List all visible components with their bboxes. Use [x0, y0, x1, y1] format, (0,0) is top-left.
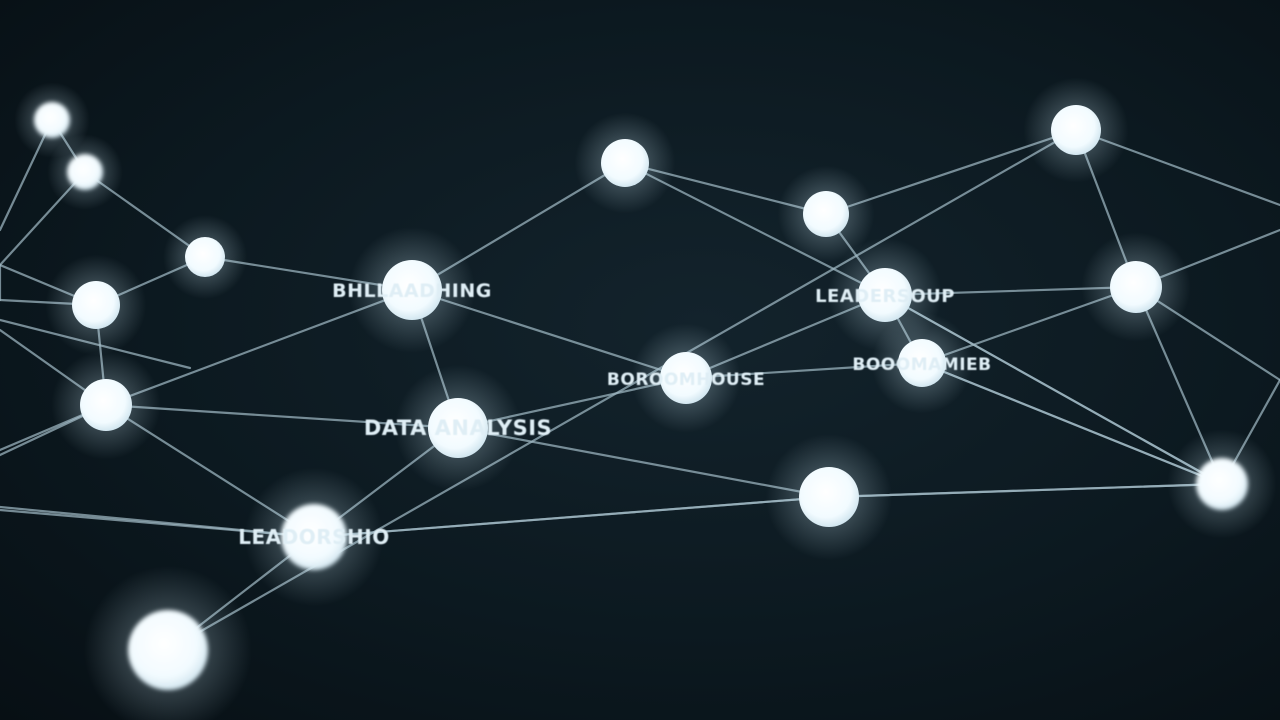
labels-layer: BHLLAADHING LEADERSOUP DATA ANALYSIS BOROOM… [238, 280, 991, 549]
network-node-n19 [128, 610, 208, 690]
network-node-n4 [185, 237, 225, 277]
network-edge [312, 495, 831, 539]
network-node-n7 [80, 379, 132, 431]
node-label-n9: LEADERSOUP [815, 286, 955, 307]
network-node-n8 [601, 139, 649, 187]
network-node-n12 [1110, 261, 1162, 313]
network-node-n16 [799, 467, 859, 527]
node-label-n14: BOROOMHOUSE [607, 370, 765, 390]
node-label-n13: DATA ANALYSIS [364, 416, 552, 440]
network-node-n5 [382, 260, 442, 320]
nodes-layer [34, 102, 1248, 690]
network-node-n11 [1051, 105, 1101, 155]
network-node-n13 [428, 398, 488, 458]
network-node-n1 [34, 102, 70, 138]
network-node-n9 [858, 268, 912, 322]
node-label-n15: BOOOMAMIEB [852, 355, 991, 375]
network-edge [827, 482, 1224, 499]
network-node-n3 [72, 281, 120, 329]
network-node-n2 [67, 154, 103, 190]
network-node-n15 [898, 339, 946, 387]
network-node-n18 [281, 504, 347, 570]
node-label-n5: BHLLAADHING [332, 280, 492, 302]
network-node-n10 [803, 191, 849, 237]
network-node-n17 [1196, 458, 1248, 510]
node-label-n18: LEADORSHIO [238, 525, 389, 549]
network-node-n14 [660, 352, 712, 404]
